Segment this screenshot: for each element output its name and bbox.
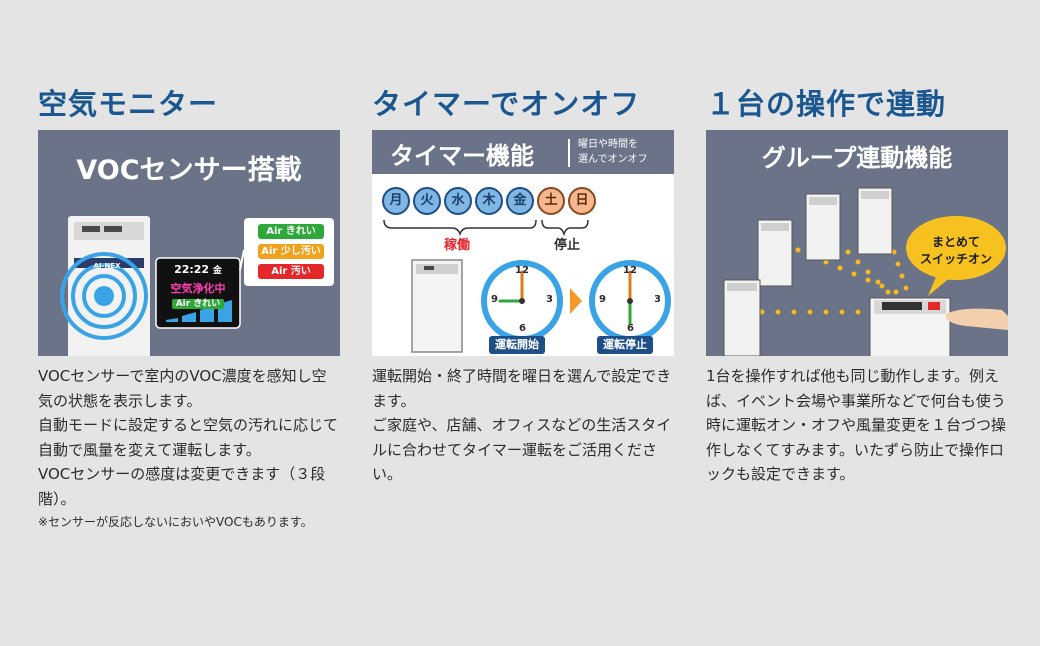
description-paragraph: VOCセンサーで室内のVOC濃度を感知し空気の状態を表示します。: [38, 367, 327, 410]
panel-subtitle: 曜日や時間を 選んでオンオフ: [578, 139, 648, 165]
group-control-graphic: [723, 187, 1008, 356]
day-sun: 日: [568, 187, 596, 215]
day-thu: 木: [475, 187, 503, 215]
description-paragraph: 自動モードに設定すると空気の汚れに応じて自動で風量を変えて運転します。: [38, 416, 339, 459]
lcd-air: Air きれい: [171, 299, 225, 309]
purifier-label-band: [74, 258, 144, 268]
purifier-buttons: [104, 226, 122, 232]
clock-number: 6: [627, 323, 634, 334]
panel-title: VOCセンサー搭載: [76, 155, 302, 186]
clock-number: 9: [599, 294, 606, 305]
clock-start-caption: 運転開始: [489, 336, 545, 354]
air-level-dirty: Air 汚い: [258, 264, 324, 279]
clock-number: 6: [519, 323, 526, 334]
day-sat: 土: [537, 187, 565, 215]
air-levels: Air きれい Air 少し汚い Air 汚い: [244, 218, 334, 286]
feature-heading: １台の操作で連動: [706, 87, 947, 121]
purifier-buttons: [82, 226, 100, 232]
clock-number: 3: [654, 294, 661, 305]
feature-description: 1台を操作すれば他も同じ動作します。例えば、イベント会場や事業所などで何台も使う…: [706, 364, 1008, 487]
hand-icon: [946, 308, 1008, 330]
panel-title: グループ連動機能: [761, 144, 953, 172]
speech-bubble: [906, 216, 1006, 280]
clock-number: 12: [623, 265, 637, 276]
footnote: ※センサーが反応しないにおいやVOCもあります。: [38, 515, 313, 529]
description-paragraph: VOCセンサーの感度は変更できます（３段階）。: [38, 465, 326, 508]
day-tue: 火: [413, 187, 441, 215]
stopped-bracket: [541, 219, 589, 237]
sensor-wave-outer: [60, 252, 148, 340]
day-mon: 月: [382, 187, 410, 215]
clock-stop-caption: 運転停止: [597, 336, 653, 354]
purifier-units: [723, 187, 951, 356]
timer-title-bar: タイマー機能 曜日や時間を 選んでオンオフ: [372, 130, 674, 174]
panel-title: タイマー機能: [390, 142, 534, 170]
feature-timer: タイマーでオンオフ タイマー機能 曜日や時間を 選んでオンオフ 月 火 水 木 …: [372, 84, 674, 487]
sensor-center: [94, 286, 114, 306]
lcd-day: 金: [212, 266, 222, 276]
signal-dots: [759, 237, 909, 315]
clock-number: 9: [491, 294, 498, 305]
weekday-selector: 月 火 水 木 金 土 日: [382, 187, 596, 215]
air-level-slightly-dirty: Air 少し汚い: [258, 244, 324, 259]
lcd-text: 22:22 金 空気浄化中 Air きれい: [156, 258, 240, 328]
feature-heading: 空気モニター: [38, 87, 219, 121]
working-label: 稼働: [444, 238, 471, 253]
working-bracket: [383, 219, 537, 237]
bubble-text: まとめて スイッチオン: [919, 235, 992, 266]
stopped-label: 停止: [554, 238, 581, 253]
arrow-icon: [570, 288, 582, 314]
sensor-wave-inner: [82, 274, 126, 318]
title-divider: [568, 139, 570, 167]
feature-description: 運転開始・終了時間を曜日を選んで設定できます。 ご家庭や、店舗、オフィスなどの生…: [372, 364, 674, 487]
group-control-illustration: グループ連動機能: [706, 130, 1008, 356]
sensor-wave-middle: [71, 263, 137, 329]
lcd-time: 22:22: [174, 263, 210, 276]
description-paragraph: 運転開始・終了時間を曜日を選んで設定できます。: [372, 367, 672, 410]
clock-number: 3: [546, 294, 553, 305]
description-paragraph: ご家庭や、店舗、オフィスなどの生活スタイルに合わせてタイマー運転をご活用ください…: [372, 416, 672, 483]
day-fri: 金: [506, 187, 534, 215]
lcd-status: 空気浄化中: [170, 282, 226, 295]
timer-illustration: タイマー機能 曜日や時間を 選んでオンオフ 月 火 水 木 金 土 日: [372, 130, 674, 356]
air-level-clean: Air きれい: [258, 224, 324, 239]
voc-sensor-illustration: VOCセンサー搭載: [38, 130, 340, 356]
feature-group-control: １台の操作で連動 グループ連動機能: [706, 84, 1008, 487]
description-paragraph: 1台を操作すれば他も同じ動作します。例えば、イベント会場や事業所などで何台も使う…: [706, 367, 1007, 483]
day-wed: 水: [444, 187, 472, 215]
feature-description: VOCセンサーで室内のVOC濃度を感知し空気の状態を表示します。 自動モードに設…: [38, 364, 340, 533]
device-brand-label: AI-NEX: [93, 262, 121, 270]
purifier-icon: [411, 259, 463, 353]
feature-heading: タイマーでオンオフ: [372, 87, 641, 121]
clock-number: 12: [515, 265, 529, 276]
feature-air-monitor: 空気モニター VOCセンサー搭載: [38, 84, 340, 533]
